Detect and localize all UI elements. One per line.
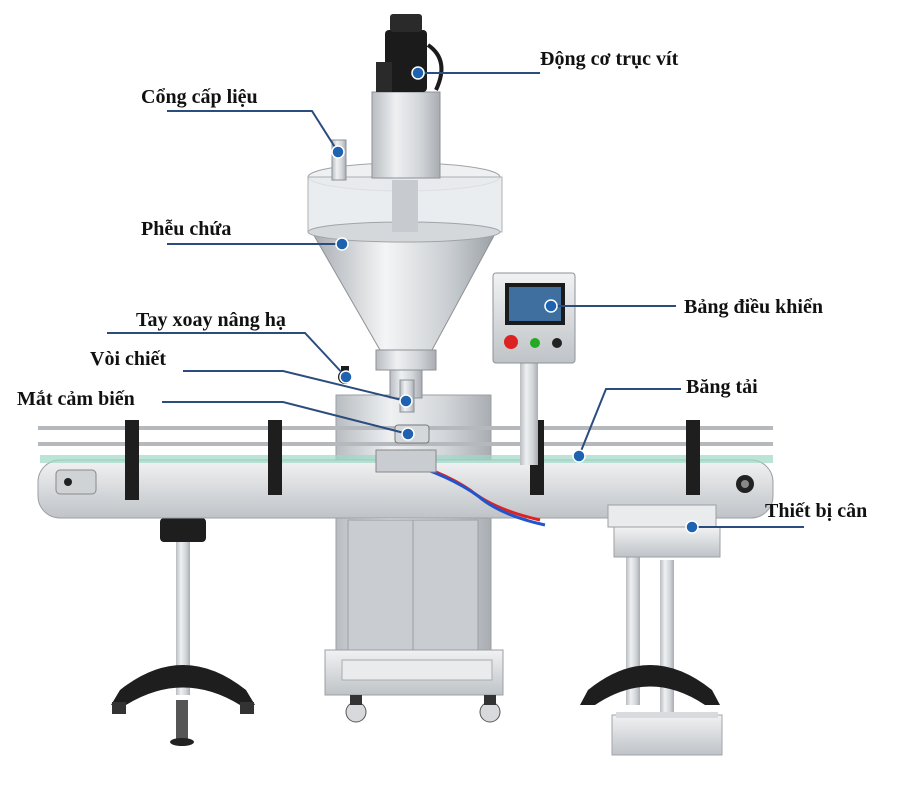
label-weighing-device: Thiết bị cân [765,500,868,522]
leader-dots [331,66,699,534]
label-screw-motor: Động cơ trục vít [540,48,679,70]
leader-feed-port [167,110,339,153]
dot-screw-motor [411,66,425,80]
dot-sensor [401,427,415,441]
label-feed-port: Cổng cấp liệu [141,86,258,108]
dot-weighing-device [685,520,699,534]
weighing-device [607,504,721,558]
label-lift-handwheel: Tay xoay nâng hạ [136,309,286,331]
dot-lift-handwheel [339,370,353,384]
right-stand [580,555,723,756]
label-sensor: Mắt cảm biến [17,388,135,410]
hopper [307,139,503,399]
hopper-column [520,355,538,465]
dot-filling-nozzle [399,394,413,408]
left-stand [111,518,255,746]
dot-conveyor [572,449,586,463]
leader-conveyor [578,388,681,457]
screw-motor [371,14,444,179]
leader-lines [107,72,804,528]
label-control-panel: Bảng điều khiển [684,296,823,318]
control-panel [492,272,576,364]
label-hopper: Phễu chứa [141,218,232,240]
leader-filling-nozzle [183,370,407,402]
dot-feed-port [331,145,345,159]
label-conveyor: Băng tải [686,376,758,398]
label-filling-nozzle: Vòi chiết [90,348,167,370]
cables [375,449,546,527]
dot-hopper [335,237,349,251]
leader-sensor [162,401,409,435]
leader-lift-handwheel [107,332,347,378]
dot-control-panel [544,299,558,313]
